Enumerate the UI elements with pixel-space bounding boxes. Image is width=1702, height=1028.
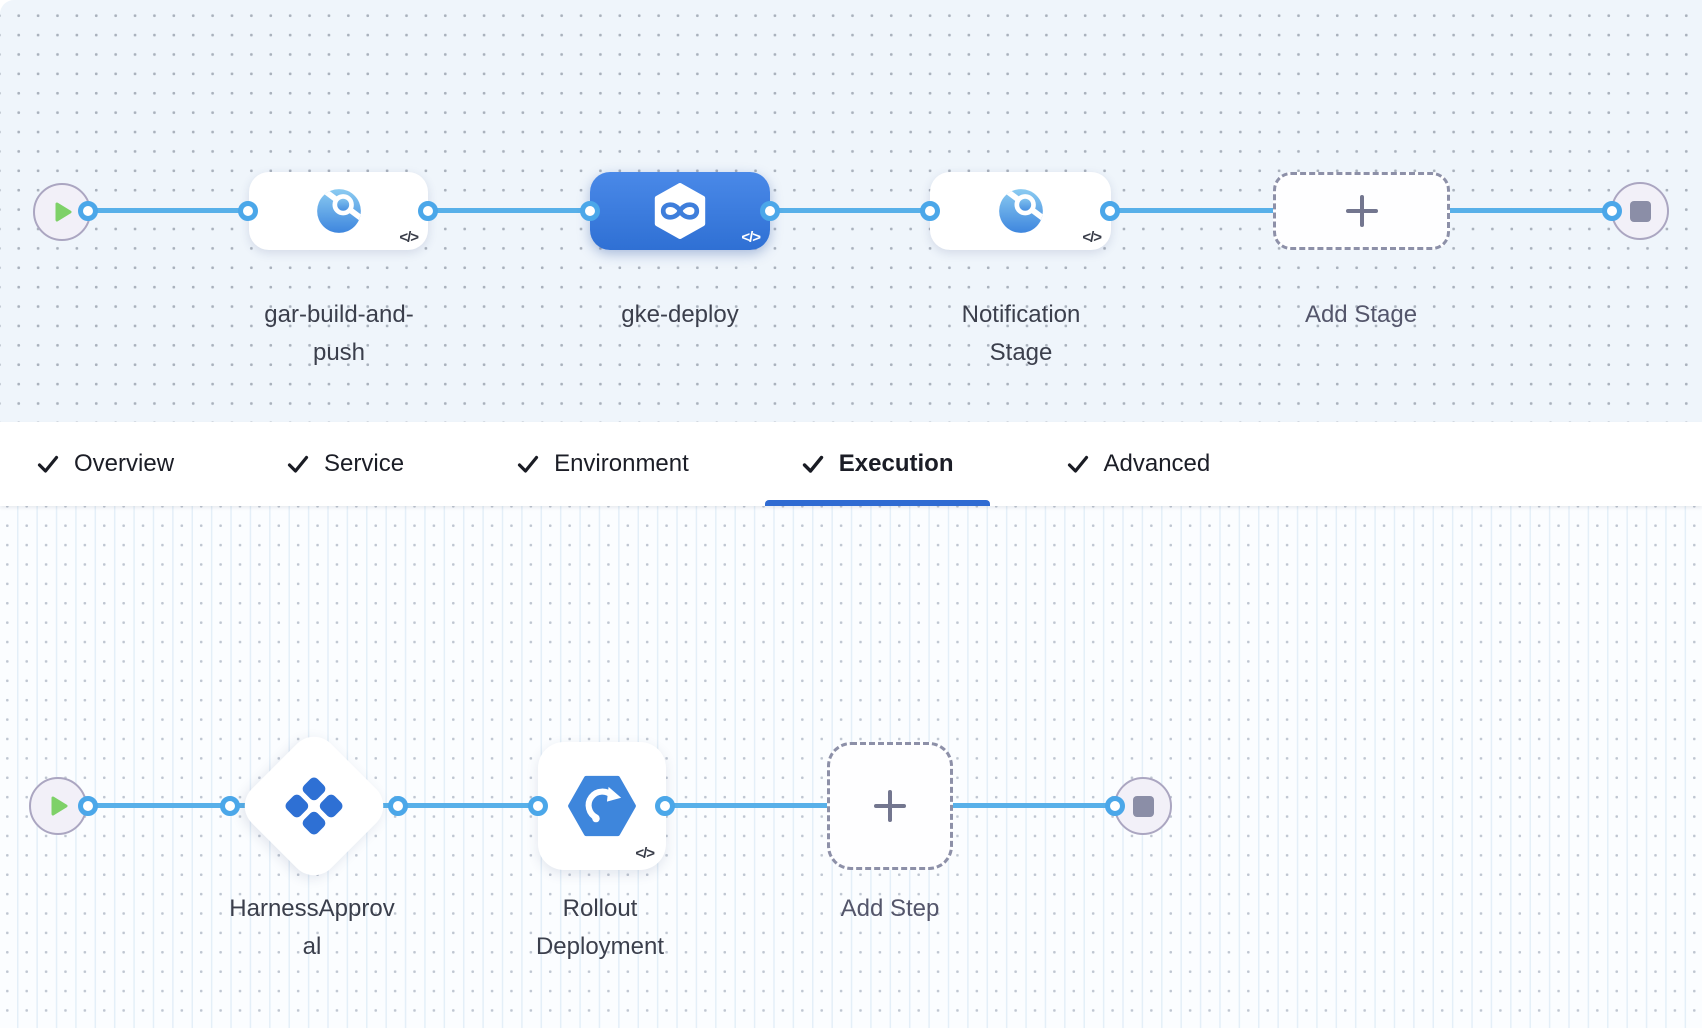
connector-port[interactable] — [220, 796, 240, 816]
stage-canvas[interactable]: </> </> </> — [0, 0, 1702, 422]
code-view-toggle[interactable]: </> — [1082, 229, 1102, 246]
stage-label-gar-build-and-push[interactable]: gar-build-and-push — [264, 301, 414, 366]
connector-port[interactable] — [760, 201, 780, 221]
step-node-harness-approval[interactable] — [234, 726, 394, 886]
approval-icon — [281, 773, 347, 839]
connector-port[interactable] — [1602, 201, 1622, 221]
connector-port[interactable] — [388, 796, 408, 816]
tab-label: Advanced — [1103, 450, 1211, 477]
tab-execution[interactable]: Execution — [764, 422, 990, 506]
code-view-toggle[interactable]: </> — [741, 229, 761, 246]
add-stage-button[interactable] — [1273, 172, 1450, 250]
tab-advanced[interactable]: Advanced — [1030, 422, 1247, 506]
plus-icon — [872, 788, 908, 824]
checkmark-icon — [802, 455, 823, 473]
plus-icon — [1344, 193, 1380, 229]
play-icon — [45, 793, 71, 819]
registry-circle-icon — [996, 186, 1046, 236]
checkmark-icon — [37, 455, 59, 473]
connector-port[interactable] — [528, 796, 548, 816]
step-label-harness-approval[interactable]: HarnessApproval — [229, 895, 395, 960]
tab-overview[interactable]: Overview — [0, 422, 210, 506]
step-label-rollout-deployment[interactable]: Rollout Deployment — [535, 895, 665, 960]
connector-port[interactable] — [920, 201, 940, 221]
stage-config-tab-bar: Overview Service Environment Execution A… — [0, 422, 1702, 506]
stage-label-gke-deploy[interactable]: gke-deploy — [621, 301, 739, 328]
stop-square-icon — [1132, 795, 1154, 817]
stage-connector-line — [88, 208, 1612, 213]
deploy-hexagon-icon — [652, 183, 708, 239]
connector-port[interactable] — [655, 796, 675, 816]
rollout-deployment-icon — [567, 771, 637, 841]
add-step-button[interactable] — [827, 742, 953, 870]
connector-port[interactable] — [1105, 796, 1125, 816]
connector-port[interactable] — [78, 796, 98, 816]
active-tab-underline — [764, 500, 990, 506]
tab-label: Overview — [74, 450, 175, 477]
add-stage-label[interactable]: Add Stage — [1304, 301, 1418, 328]
registry-circle-icon — [314, 186, 364, 236]
connector-port[interactable] — [238, 201, 258, 221]
connector-port[interactable] — [78, 201, 98, 221]
pipeline-end-node — [1611, 182, 1669, 240]
connector-port[interactable] — [1100, 201, 1120, 221]
checkmark-icon — [287, 455, 309, 473]
play-icon — [49, 199, 75, 225]
pipeline-start-node — [33, 183, 91, 241]
stop-square-icon — [1629, 200, 1651, 222]
tab-label: Environment — [554, 450, 689, 477]
step-node-rollout-deployment[interactable]: </> — [538, 742, 666, 870]
execution-canvas[interactable]: </> HarnessApproval Rollout Deployment A… — [0, 506, 1702, 1028]
stage-node-gke-deploy[interactable]: </> — [590, 172, 770, 250]
code-view-toggle[interactable]: </> — [635, 845, 655, 862]
execution-end-node — [1114, 777, 1172, 835]
connector-port[interactable] — [580, 201, 600, 221]
tab-environment[interactable]: Environment — [480, 422, 725, 506]
tab-service[interactable]: Service — [250, 422, 440, 506]
execution-start-node — [29, 777, 87, 835]
stage-node-notification-stage[interactable]: </> — [930, 172, 1111, 250]
tab-label: Service — [324, 450, 405, 477]
connector-port[interactable] — [418, 201, 438, 221]
stage-label-notification-stage[interactable]: Notification Stage — [961, 301, 1081, 366]
stage-node-gar-build-and-push[interactable]: </> — [249, 172, 428, 250]
tab-label: Execution — [838, 450, 954, 477]
checkmark-icon — [517, 455, 539, 473]
add-step-label[interactable]: Add Step — [840, 895, 940, 922]
code-view-toggle[interactable]: </> — [399, 229, 419, 246]
checkmark-icon — [1067, 455, 1088, 473]
